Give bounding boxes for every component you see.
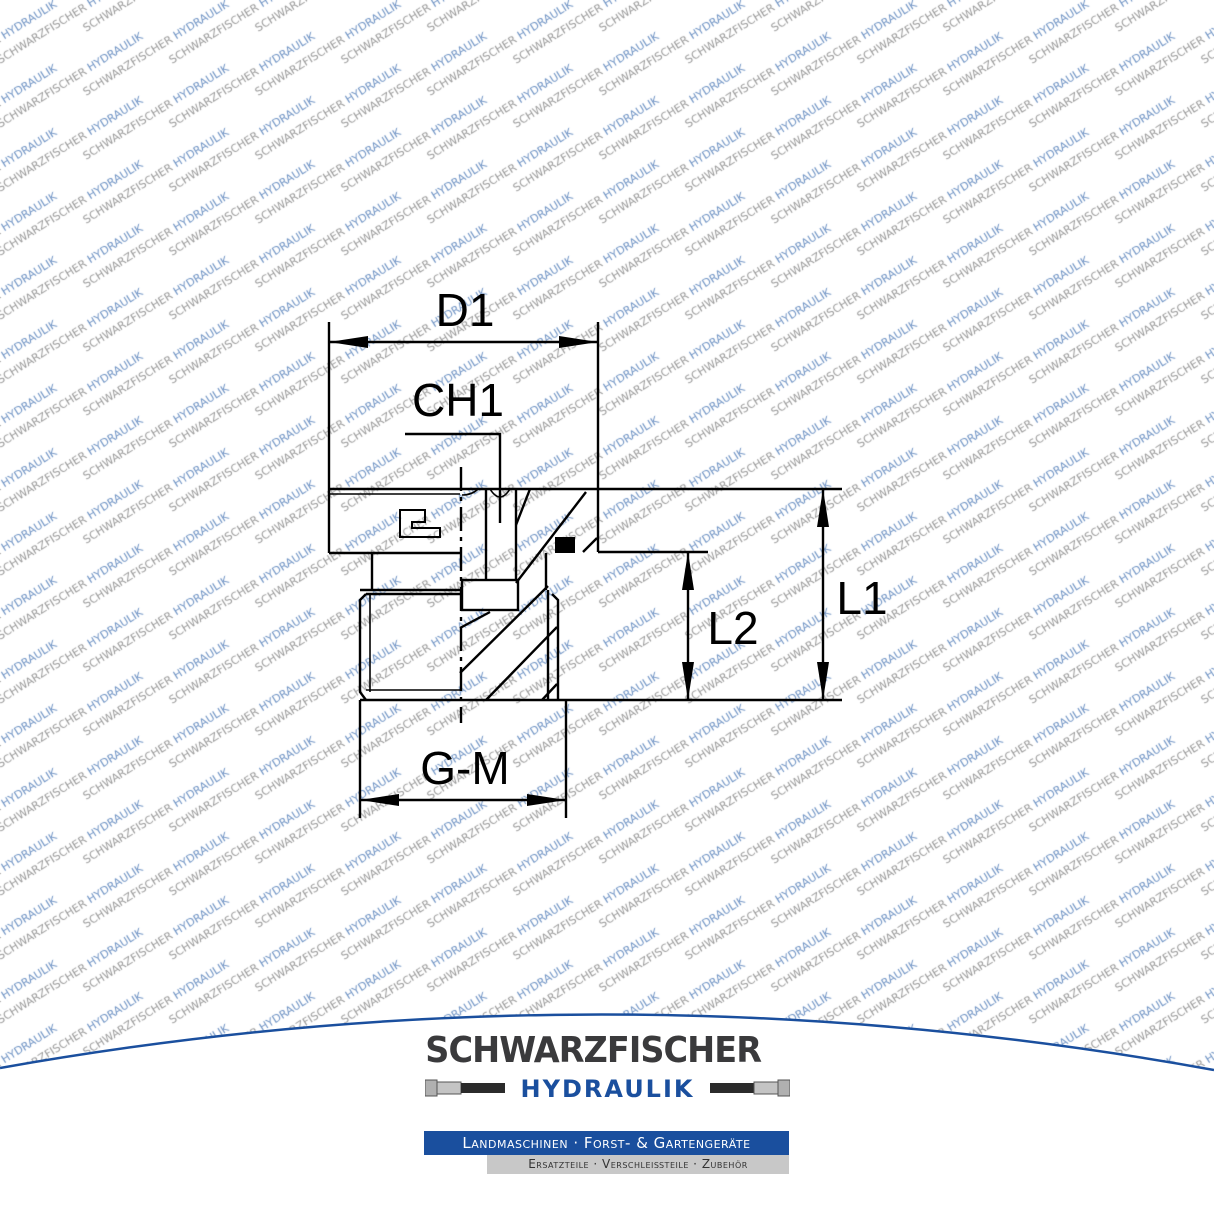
logo-subname: HYDRAULIK bbox=[505, 1075, 710, 1103]
label-ch1: CH1 bbox=[412, 374, 504, 426]
o-ring-seal bbox=[555, 537, 575, 553]
logo-name: SCHWARZFISCHER bbox=[425, 1030, 762, 1071]
label-l2: L2 bbox=[707, 602, 758, 654]
label-g-m: G-M bbox=[420, 742, 509, 794]
tagline-banner: Landmaschinen · Forst- & Gartengeräte bbox=[424, 1131, 789, 1155]
label-l1: L1 bbox=[836, 572, 887, 624]
subtagline-banner: Ersatzteile · Verschleißteile · Zubehör bbox=[487, 1155, 789, 1174]
dimension-arrows bbox=[329, 336, 829, 806]
fitting-outline bbox=[327, 322, 842, 818]
label-d1: D1 bbox=[436, 284, 495, 336]
footer-background bbox=[0, 1014, 1214, 1214]
footer-curve bbox=[0, 1013, 1214, 1072]
